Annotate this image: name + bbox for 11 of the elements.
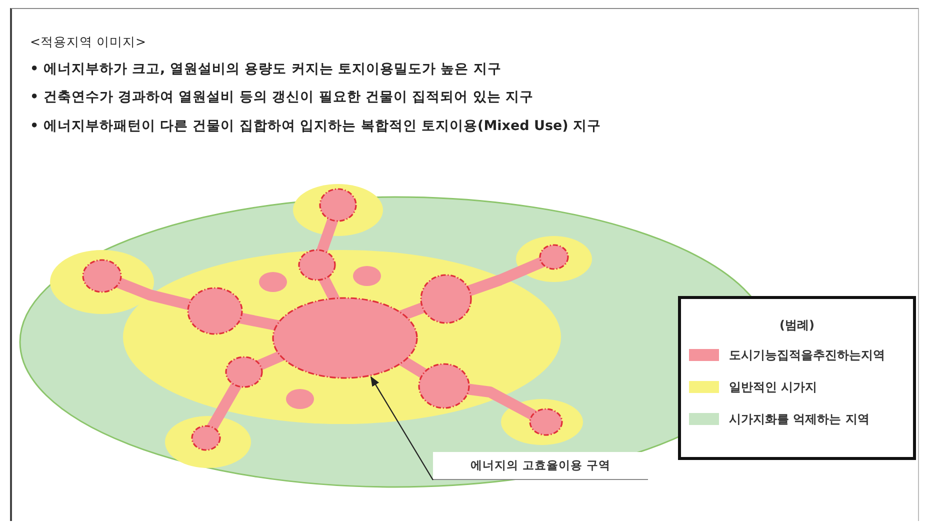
central-zone xyxy=(272,297,418,379)
bullet-text: • 에너지부하가 크고, 열원설비의 용량도 커지는 토지이용밀도가 높은 지구 xyxy=(30,60,502,78)
bullet-text: • 건축연수가 경과하여 열원설비 등의 갱신이 필요한 건물이 집적되어 있는 지구 xyxy=(30,88,534,106)
legend-heading: (범례) xyxy=(778,317,816,334)
legend-text: 도시기능집적을추진하는지역 xyxy=(729,347,885,364)
legend-text: 일반적인 시가지 xyxy=(729,379,818,396)
leader-arrow xyxy=(370,376,434,480)
heading-text: <적용지역 이미지> xyxy=(30,34,146,51)
bullet-text: • 에너지부하패턴이 다른 건물이 집합하여 입지하는 복합적인 토지이용(Mixed Use) 지구 xyxy=(30,117,602,135)
callout-label: 에너지의 고효율이용 구역 xyxy=(433,452,648,480)
legend-text: 시가지화를 억제하는 지역 xyxy=(729,411,870,428)
